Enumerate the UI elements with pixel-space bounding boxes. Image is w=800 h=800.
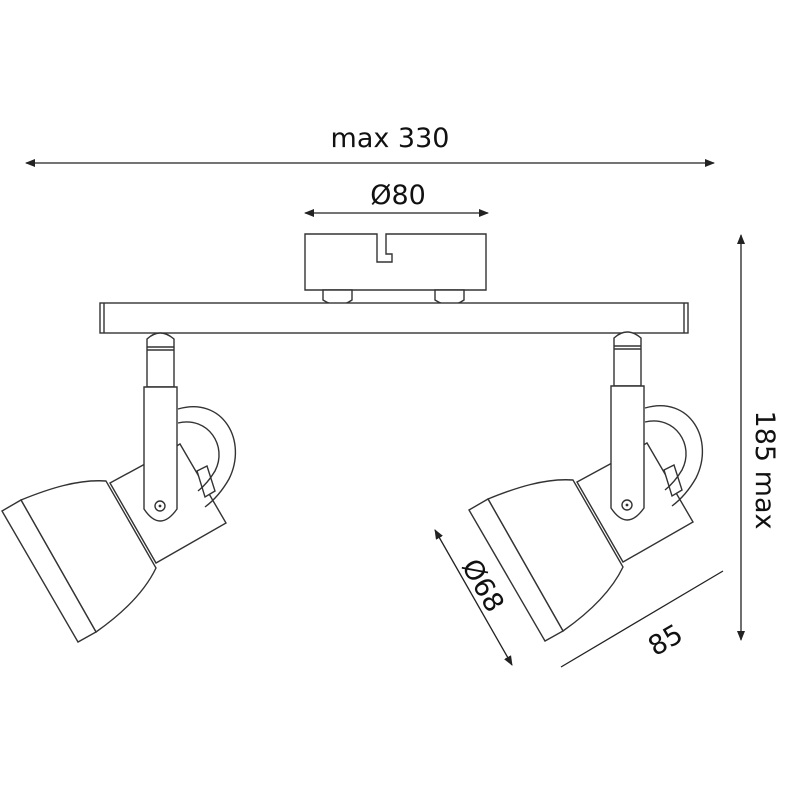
mounting-bar (99, 302, 689, 334)
width-label: max 330 (331, 123, 450, 154)
head-length-label: 85 (643, 619, 688, 663)
spotlight-left (1, 332, 237, 643)
canopy (304, 233, 487, 306)
head-length-dimension-line (560, 570, 724, 668)
head-diameter-dimension-line (434, 529, 513, 666)
height-label: 185 max (749, 411, 780, 530)
canopy-diameter-label: Ø80 (370, 180, 426, 211)
